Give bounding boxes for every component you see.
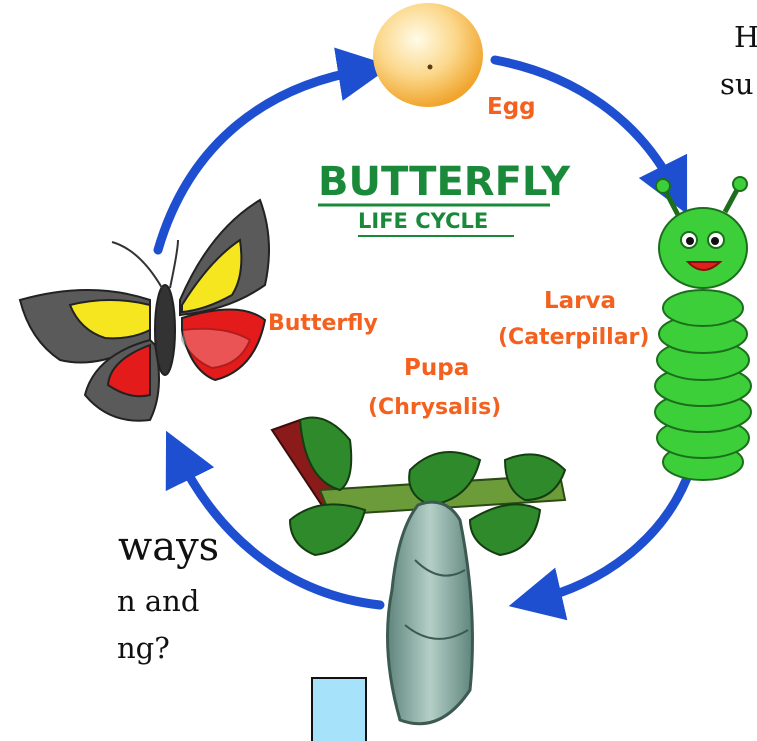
slide-text-fragment: n and bbox=[117, 584, 199, 618]
label-chrysalis: (Chrysalis) bbox=[368, 395, 501, 420]
label-larva: Larva bbox=[544, 288, 616, 314]
label-caterpillar: (Caterpillar) bbox=[498, 325, 649, 350]
label-butterfly: Butterfly bbox=[268, 311, 378, 336]
label-egg: Egg bbox=[487, 94, 536, 120]
slide-heading-fragment: ways bbox=[118, 524, 219, 570]
slide-text-fragment: H bbox=[734, 20, 757, 54]
caterpillar-illustration bbox=[655, 177, 751, 480]
slide-text-fragment: ng? bbox=[117, 631, 170, 665]
butterfly-illustration bbox=[20, 200, 269, 421]
egg-illustration bbox=[373, 3, 483, 107]
diagram-title: BUTTERFLY bbox=[318, 159, 571, 205]
chrysalis-illustration bbox=[388, 502, 473, 724]
blue-placeholder-box bbox=[311, 677, 367, 741]
diagram-subtitle: LIFE CYCLE bbox=[358, 209, 488, 233]
slide-text-fragment: su bbox=[720, 67, 754, 101]
label-pupa: Pupa bbox=[404, 355, 469, 381]
